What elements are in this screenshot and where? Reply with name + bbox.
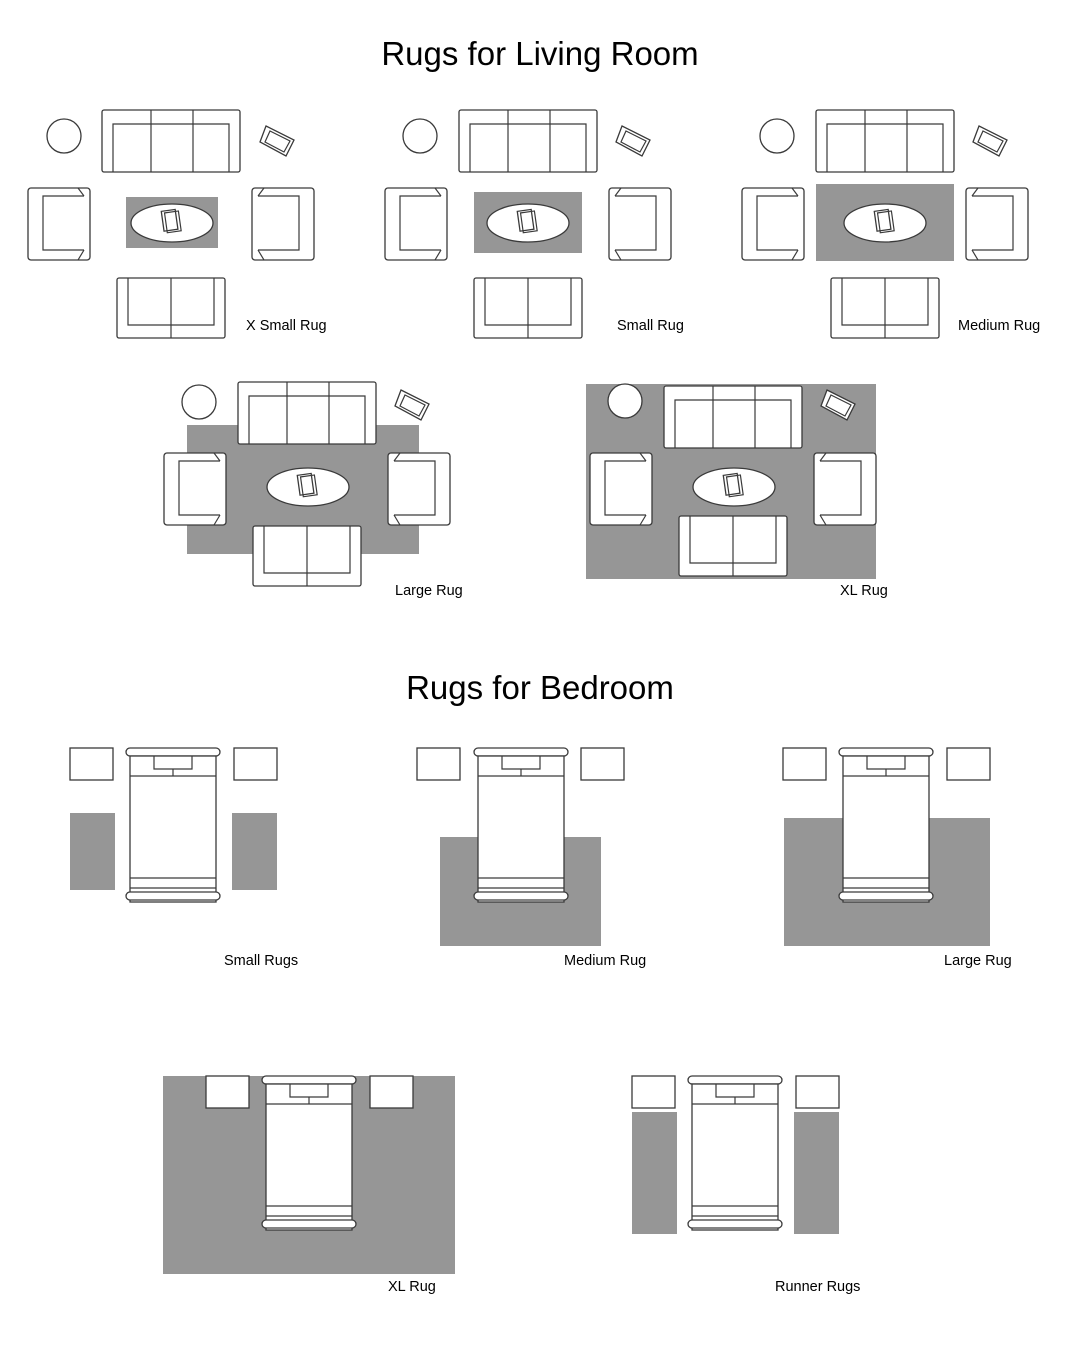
nightstand-left xyxy=(205,1075,250,1109)
armchair-right xyxy=(251,187,315,261)
bedroom-large-layout: Large Rug xyxy=(782,747,1012,969)
coffee-table xyxy=(130,203,214,243)
nightstand-right xyxy=(946,747,991,781)
armchair-left xyxy=(589,452,653,526)
loveseat xyxy=(252,525,362,587)
living-xl-layout: XL Rug xyxy=(586,383,888,599)
label-medium-rug: Medium Rug xyxy=(564,953,646,969)
label-medium-rug: Medium Rug xyxy=(958,318,1040,334)
bedroom-small-layout: Small Rugs xyxy=(69,747,298,969)
living-room-title: Rugs for Living Room xyxy=(381,35,698,72)
three-seat-sofa xyxy=(101,109,241,173)
bedroom-medium-layout: Medium Rug xyxy=(416,747,646,969)
label-xl-rug: XL Rug xyxy=(840,583,888,599)
armchair-right xyxy=(608,187,672,261)
coffee-table xyxy=(843,203,927,243)
plant-icon xyxy=(394,389,430,421)
lamp-icon xyxy=(181,384,217,420)
lamp-icon xyxy=(46,118,82,154)
loveseat xyxy=(473,277,583,339)
plant-icon xyxy=(972,125,1008,157)
runner-rug-right xyxy=(794,1112,839,1234)
label-runner-rugs: Runner Rugs xyxy=(775,1279,860,1295)
lamp-icon xyxy=(607,383,643,419)
three-seat-sofa xyxy=(458,109,598,173)
coffee-table xyxy=(486,203,570,243)
label-small-rug: Small Rug xyxy=(617,318,684,334)
bed xyxy=(125,747,221,903)
small-rug-right xyxy=(232,813,277,890)
bedroom-runner-layout: Runner Rugs xyxy=(631,1075,860,1295)
label-x-small-rug: X Small Rug xyxy=(246,318,327,334)
nightstand-left xyxy=(631,1075,676,1109)
loveseat xyxy=(830,277,940,339)
armchair-left xyxy=(163,452,227,526)
plant-icon xyxy=(615,125,651,157)
nightstand-right xyxy=(795,1075,840,1109)
bedroom-title: Rugs for Bedroom xyxy=(406,669,674,706)
lamp-icon xyxy=(759,118,795,154)
coffee-table xyxy=(266,467,350,507)
label-large-rug: Large Rug xyxy=(944,953,1012,969)
nightstand-right xyxy=(580,747,625,781)
armchair-left xyxy=(384,187,448,261)
nightstand-right xyxy=(369,1075,414,1109)
three-seat-sofa xyxy=(237,381,377,445)
plant-icon xyxy=(259,125,295,157)
nightstand-left xyxy=(416,747,461,781)
small-rug-left xyxy=(70,813,115,890)
armchair-left xyxy=(27,187,91,261)
living-x-small-layout: X Small Rug xyxy=(27,109,327,339)
nightstand-right xyxy=(233,747,278,781)
bed xyxy=(838,747,934,903)
living-large-layout: Large Rug xyxy=(163,381,463,599)
bedroom-xl-layout: XL Rug xyxy=(163,1075,455,1295)
label-large-rug: Large Rug xyxy=(395,583,463,599)
three-seat-sofa xyxy=(815,109,955,173)
armchair-right xyxy=(965,187,1029,261)
living-medium-layout: Medium Rug xyxy=(741,109,1040,339)
nightstand-left xyxy=(782,747,827,781)
bed xyxy=(687,1075,783,1231)
label-xl-rug: XL Rug xyxy=(388,1279,436,1295)
armchair-right xyxy=(387,452,451,526)
coffee-table xyxy=(692,467,776,507)
lamp-icon xyxy=(402,118,438,154)
bed xyxy=(473,747,569,903)
bed xyxy=(261,1075,357,1231)
three-seat-sofa xyxy=(663,385,803,449)
runner-rug-left xyxy=(632,1112,677,1234)
armchair-right xyxy=(813,452,877,526)
nightstand-left xyxy=(69,747,114,781)
label-small-rugs: Small Rugs xyxy=(224,953,298,969)
loveseat xyxy=(116,277,226,339)
loveseat xyxy=(678,515,788,577)
living-small-layout: Small Rug xyxy=(384,109,684,339)
armchair-left xyxy=(741,187,805,261)
